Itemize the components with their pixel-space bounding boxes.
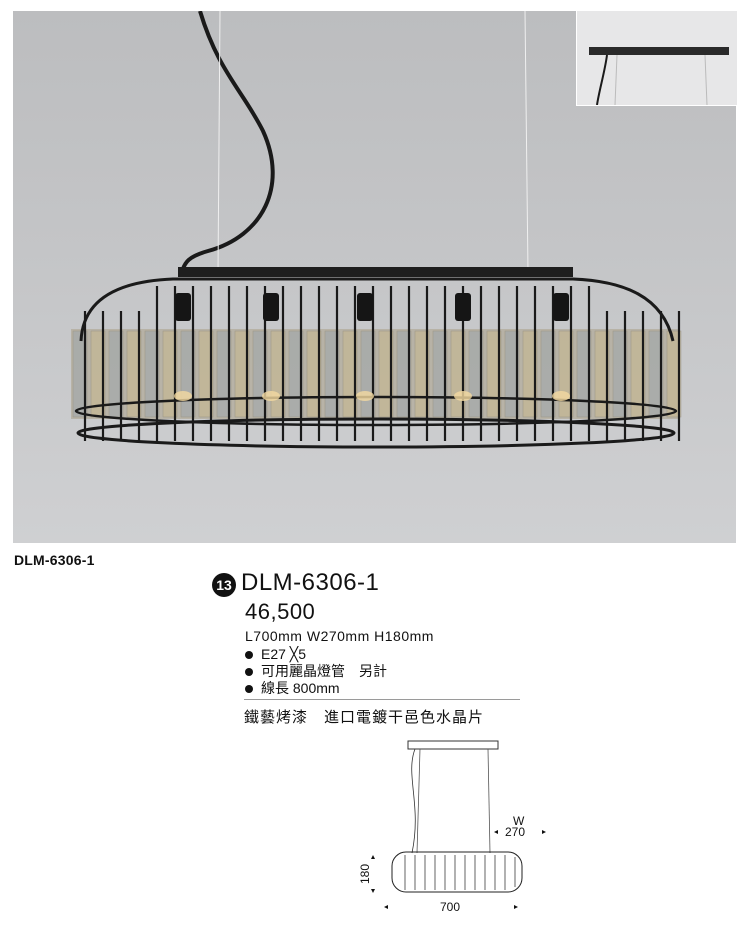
photo-caption: DLM-6306-1 — [14, 552, 95, 568]
model-number: DLM-6306-1 — [241, 569, 380, 596]
spec-item: E27 ╳5 — [245, 646, 387, 663]
spec-item: 可用麗晶燈管 另計 — [245, 663, 387, 680]
material-description: 鐵藝烤漆 進口電鍍干邑色水晶片 — [244, 709, 485, 726]
bullet-icon — [245, 650, 253, 659]
bullet-icon — [245, 684, 253, 693]
spec-item: 線長 800mm — [245, 680, 387, 697]
pendant-lamp-illustration — [71, 11, 682, 449]
width-label: W — [513, 814, 525, 828]
item-number-badge: 13 — [212, 573, 236, 597]
canopy-inset-photo — [576, 11, 737, 106]
divider — [244, 699, 520, 700]
dimensions: L700mm W270mm H180mm — [245, 628, 434, 644]
height-value: 180 — [358, 863, 373, 885]
width-value: 270 — [505, 825, 526, 839]
spec-list: E27 ╳5 可用麗晶燈管 另計 線長 800mm — [245, 646, 387, 697]
bullet-icon — [245, 667, 253, 676]
price: 46,500 — [245, 599, 316, 624]
dimension-drawing: W 270 180 700 — [358, 735, 560, 935]
length-value: 700 — [440, 900, 461, 914]
